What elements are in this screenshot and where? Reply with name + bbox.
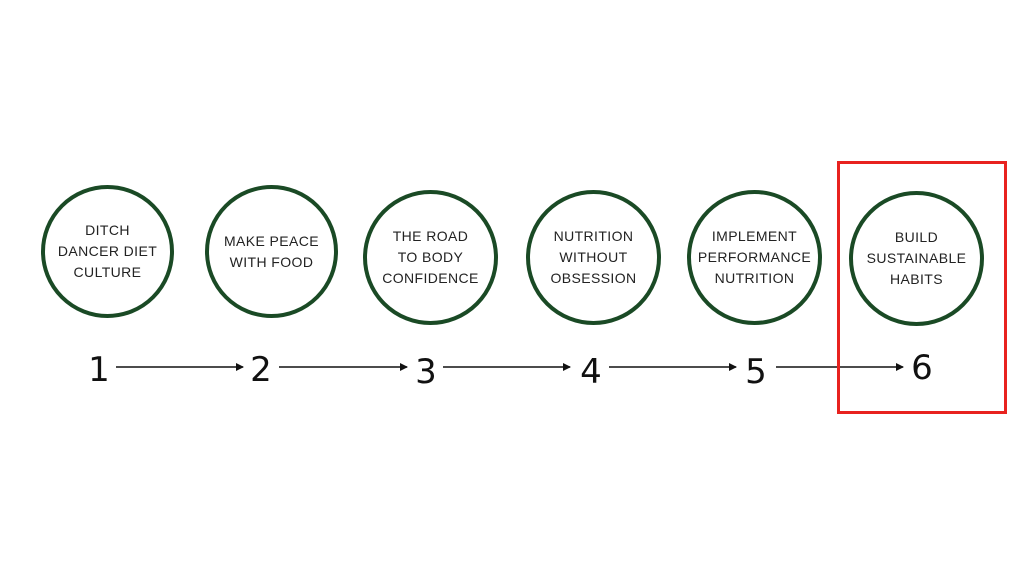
step-2-number: 2: [250, 350, 272, 390]
step-3-number: 3: [415, 352, 437, 392]
step-1-label: DITCH DANCER DIET CULTURE: [57, 222, 158, 280]
step-4-number: 4: [580, 352, 602, 392]
step-6-number: 6: [911, 348, 933, 388]
step-6-circle: BUILD SUSTAINABLE HABITS: [849, 191, 984, 326]
step-5-circle: IMPLEMENT PERFORMANCE NUTRITION: [687, 190, 822, 325]
step-1-number: 1: [88, 350, 110, 390]
highlight-box-step-6: [837, 161, 1007, 414]
step-5-label: IMPLEMENT PERFORMANCE NUTRITION: [697, 228, 812, 286]
step-3-circle: THE ROAD TO BODY CONFIDENCE: [363, 190, 498, 325]
step-5-number: 5: [745, 352, 767, 392]
step-2-label: MAKE PEACE WITH FOOD: [223, 232, 320, 270]
step-4-circle: NUTRITION WITHOUT OBSESSION: [526, 190, 661, 325]
step-6-label: BUILD SUSTAINABLE HABITS: [866, 229, 967, 287]
step-2-circle: MAKE PEACE WITH FOOD: [205, 185, 338, 318]
step-4-label: NUTRITION WITHOUT OBSESSION: [550, 228, 637, 286]
step-1-circle: DITCH DANCER DIET CULTURE: [41, 185, 174, 318]
step-3-label: THE ROAD TO BODY CONFIDENCE: [382, 228, 479, 286]
